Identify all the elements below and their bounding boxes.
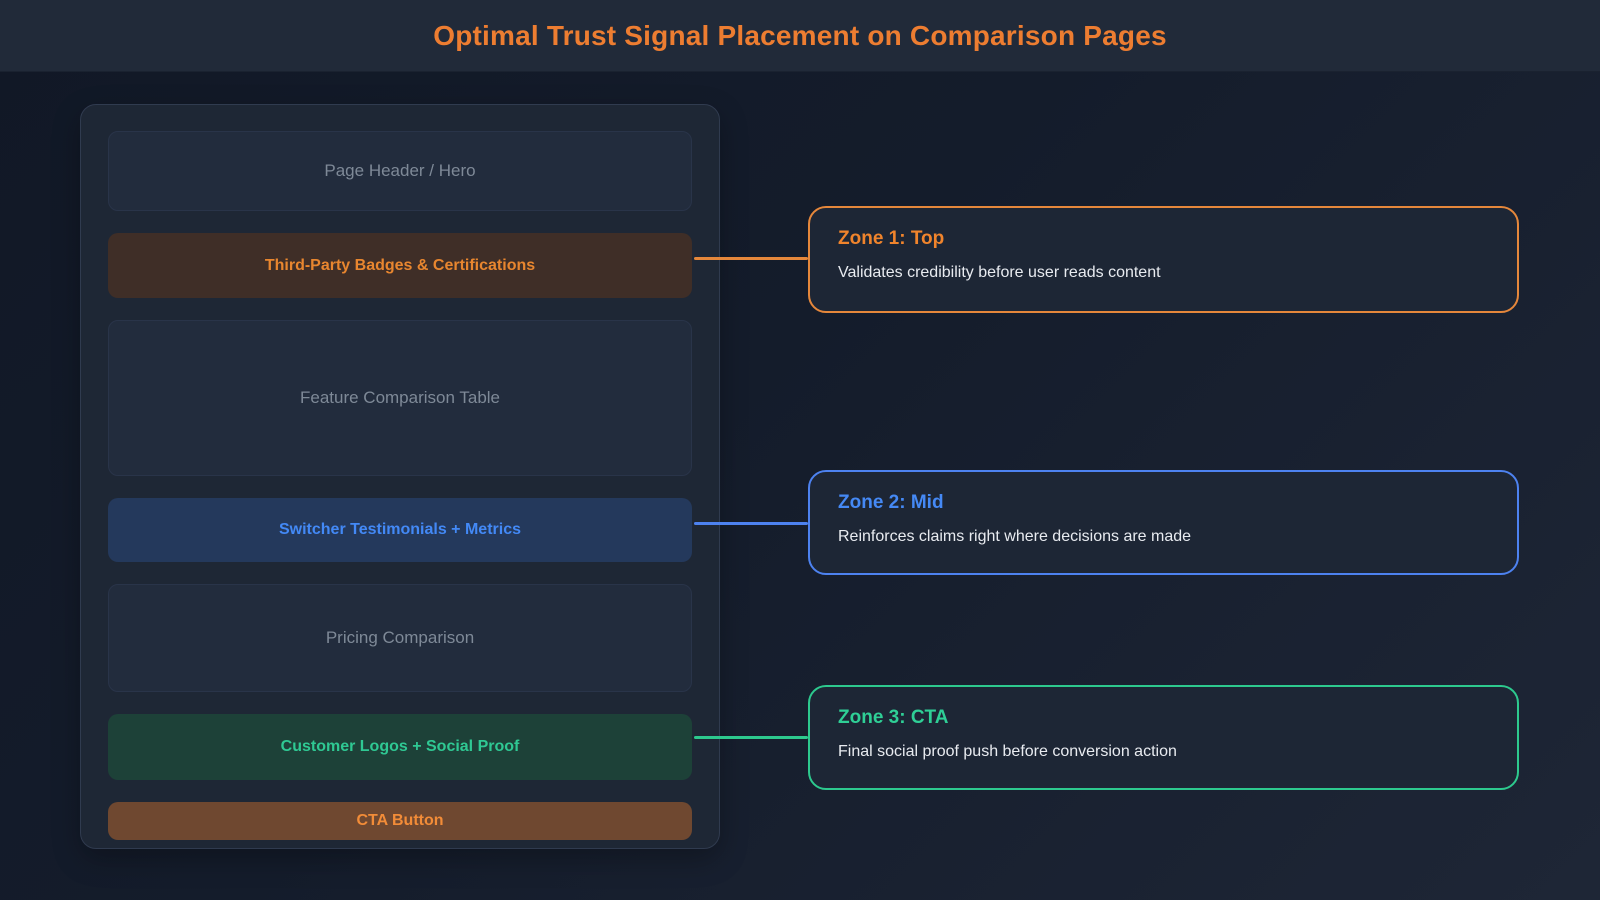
zone-1-card: Zone 1: Top Validates credibility before… [808, 206, 1519, 313]
wireframe-section-customer-logos: Customer Logos + Social Proof [108, 714, 692, 780]
zone-2-card: Zone 2: Mid Reinforces claims right wher… [808, 470, 1519, 575]
zone-2-description: Reinforces claims right where decisions … [838, 528, 1192, 545]
section-label: Page Header / Hero [324, 161, 476, 180]
connector-line-zone-3 [694, 736, 808, 739]
connector-line-zone-1 [694, 257, 808, 260]
zone-2-title: Zone 2: Mid [838, 492, 944, 513]
wireframe-section-feature-comparison-table: Feature Comparison Table [108, 320, 692, 476]
wireframe-section-cta-button: CTA Button [108, 802, 692, 840]
zone-3-title: Zone 3: CTA [838, 707, 949, 728]
wireframe-section-third-party-badges: Third-Party Badges & Certifications [108, 233, 692, 298]
section-label: Pricing Comparison [325, 628, 475, 647]
connector-line-zone-2 [694, 522, 808, 525]
zone-1-description: Validates credibility before user reads … [838, 264, 1161, 281]
zone-1-title: Zone 1: Top [838, 228, 945, 249]
page-title: Optimal Trust Signal Placement on Compar… [433, 19, 1167, 51]
wireframe-section-switcher-testimonials: Switcher Testimonials + Metrics [108, 498, 692, 562]
section-label: CTA Button [356, 812, 444, 829]
section-label: Switcher Testimonials + Metrics [278, 521, 521, 538]
zone-3-description: Final social proof push before conversio… [838, 743, 1177, 760]
section-label: Feature Comparison Table [299, 388, 500, 407]
section-label: Customer Logos + Social Proof [280, 738, 520, 755]
comparison-page-wireframe: Page Header / Hero Third-Party Badges & … [80, 104, 720, 849]
wireframe-section-pricing-comparison: Pricing Comparison [108, 584, 692, 692]
header-bar: Optimal Trust Signal Placement on Compar… [0, 0, 1600, 72]
section-label: Third-Party Badges & Certifications [264, 256, 536, 274]
wireframe-section-page-header-hero: Page Header / Hero [108, 131, 692, 211]
zone-3-card: Zone 3: CTA Final social proof push befo… [808, 685, 1519, 790]
